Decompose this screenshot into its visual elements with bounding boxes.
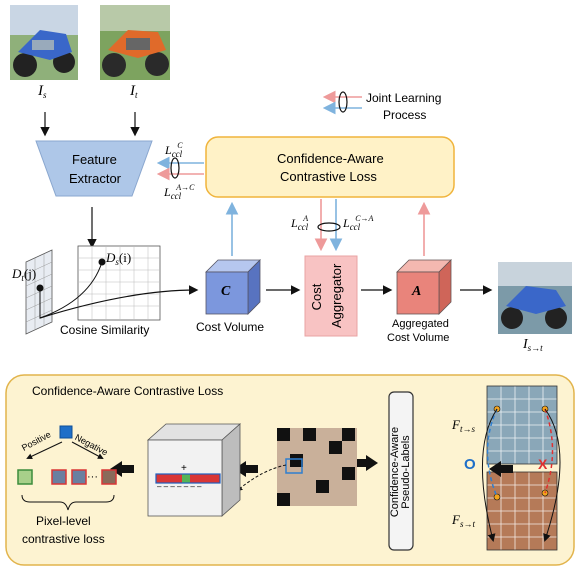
masked-correlation-map (236, 428, 357, 506)
loss-a-symbol: L (291, 216, 298, 230)
bold-arrow-far-right (489, 461, 513, 477)
output-image-label: Is→t (523, 337, 543, 353)
pixel-level-icons (17, 425, 117, 511)
f-ts-sub: t→s (459, 424, 475, 434)
cost-volume-letter: C (221, 284, 231, 299)
f-st-label: Fs→t (452, 512, 475, 529)
loop-symbol-left (170, 157, 180, 179)
contrastive-loss-title-line1: Confidence-Aware (277, 151, 384, 166)
target-symbol: I (130, 83, 135, 99)
aggregator-line1: Cost (309, 283, 324, 311)
feature-extractor-block (35, 140, 153, 197)
loss-a-sub: ccl (297, 222, 309, 232)
feature-extractor-line2: Extractor (69, 171, 122, 186)
pseudo-labels-text: Confidence-Aware Pseudo-Labels (389, 400, 412, 544)
source-symbol: I (38, 83, 43, 99)
output-subscript: s→t (527, 343, 543, 353)
target-image-label: It (130, 83, 138, 100)
loss-label-c-to-a: LcclC→A (343, 214, 373, 232)
f-ts-symbol: F (452, 417, 460, 432)
f-ts-label: Ft→s (452, 417, 475, 434)
f-st-sub: s→t (459, 519, 475, 529)
dt-sub: t (21, 273, 24, 283)
match-wrong-mark: X (538, 456, 548, 472)
flow-image-pair (482, 385, 561, 551)
loss-atoc-sup: A→C (176, 183, 195, 192)
source-subscript: s (43, 90, 47, 100)
negative-signs: – – – – – – – (157, 482, 202, 491)
aggregated-cube (396, 259, 452, 315)
source-image (10, 5, 78, 80)
source-image-label: Is (38, 83, 47, 100)
dt-label: Dt(j) (12, 266, 36, 283)
loss-c-sub: ccl (171, 149, 183, 159)
loss-c-symbol: L (165, 143, 172, 157)
aggregated-letter: A (412, 284, 422, 299)
legend-label-line2: Process (383, 108, 427, 122)
output-image (498, 262, 572, 334)
cosine-similarity-grids (25, 245, 199, 335)
loss-label-a-to-c: LcclA→C (164, 183, 194, 201)
dt-symbol: D (12, 266, 22, 281)
legend-loop-symbol (338, 91, 348, 113)
loss-c-sup: C (177, 141, 183, 150)
legend-label-line1: Joint Learning (366, 91, 442, 105)
pseudo-labels-line2: Pseudo-Labels (400, 435, 412, 509)
aggregated-line2: Cost Volume (387, 332, 450, 344)
cost-volume-label: Cost Volume (196, 320, 265, 334)
loss-a-sup: A (303, 214, 309, 223)
ds-symbol: D (106, 250, 116, 265)
contrastive-cube (146, 423, 242, 517)
contrastive-loss-title-line2: Contrastive Loss (280, 169, 377, 184)
output-symbol: I (523, 337, 528, 352)
dt-index: (j) (23, 266, 37, 281)
bottom-panel-title: Confidence-Aware Contrastive Loss (32, 384, 224, 398)
loss-label-c: LcclC (165, 141, 183, 159)
loss-ctoa-sup: C→A (355, 214, 374, 223)
aggregator-line2: Aggregator (329, 263, 344, 328)
bold-arrow-right (354, 455, 378, 471)
target-subscript: t (135, 90, 138, 100)
loss-ctoa-symbol: L (343, 216, 350, 230)
loss-label-a: LcclA (291, 214, 308, 232)
feature-extractor-line1: Feature (72, 152, 117, 167)
pixel-level-line2: contrastive loss (22, 532, 105, 546)
pixel-level-line1: Pixel-level (36, 514, 91, 528)
aggregator-label: Cost Aggregator (307, 263, 355, 328)
ds-index: (i) (118, 250, 132, 265)
ds-label: Ds(i) (106, 250, 131, 267)
ds-sub: s (115, 257, 119, 267)
loss-atoc-symbol: L (164, 185, 171, 199)
contrastive-loss-box (205, 136, 455, 198)
match-correct-mark: O (464, 456, 476, 473)
loss-ctoa-sub: ccl (349, 222, 361, 232)
cosine-similarity-label: Cosine Similarity (60, 323, 150, 337)
negative-dots: ··· (87, 471, 98, 483)
cost-aggregator-block (304, 255, 358, 337)
loss-atoc-sub: ccl (170, 191, 182, 201)
target-image (100, 5, 170, 80)
cost-volume-cube (205, 259, 261, 315)
f-st-symbol: F (452, 512, 460, 527)
positive-sign: + (181, 463, 187, 474)
pseudo-labels-box (388, 391, 414, 551)
loop-symbol-middle (317, 222, 341, 232)
aggregated-line1: Aggregated (392, 318, 449, 330)
